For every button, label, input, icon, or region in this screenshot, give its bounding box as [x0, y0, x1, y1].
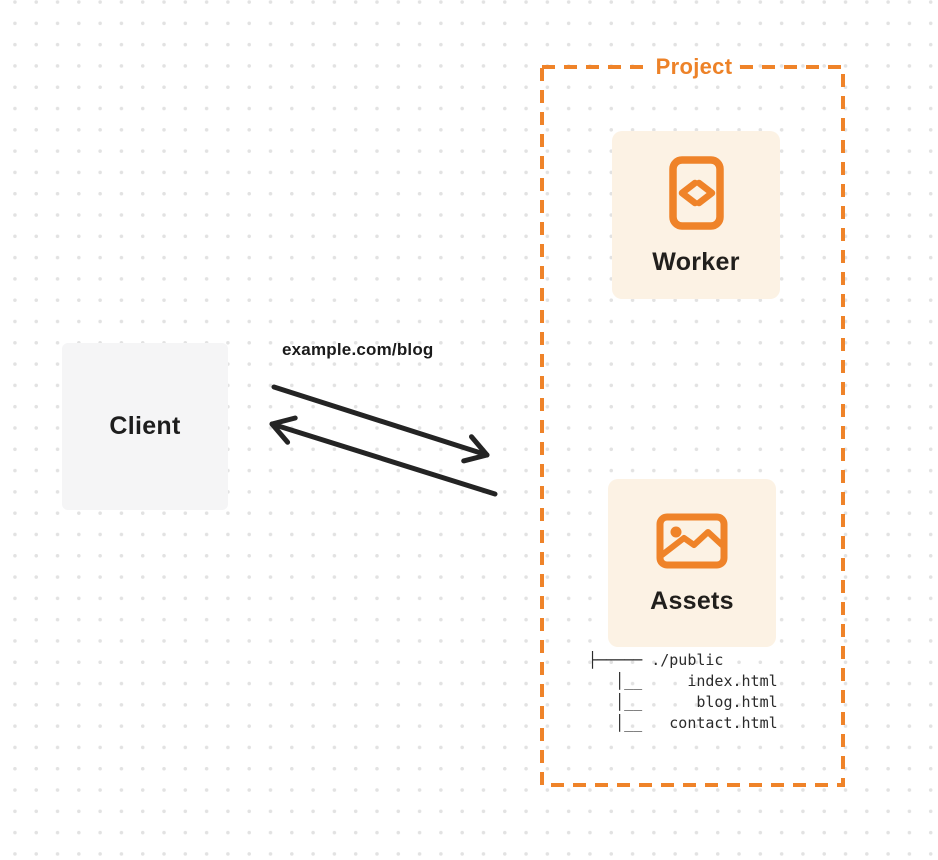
file-tree: ├───── ./public │__ index.html │__ blog.…: [588, 651, 778, 732]
worker-card: Worker: [612, 131, 780, 299]
client-node: Client: [62, 343, 228, 510]
request-url-label: example.com/blog: [282, 340, 434, 359]
image-icon: [656, 513, 728, 569]
code-document-icon: [668, 155, 724, 230]
response-arrowhead-icon: [269, 415, 298, 445]
response-arrow: [269, 415, 498, 497]
assets-label: Assets: [650, 586, 734, 615]
client-label: Client: [109, 412, 181, 440]
request-arrow: [271, 384, 490, 464]
request-arrowhead-icon: [461, 434, 490, 464]
worker-label: Worker: [652, 247, 740, 276]
project-label: Project: [648, 54, 740, 80]
assets-card: Assets: [608, 479, 776, 647]
